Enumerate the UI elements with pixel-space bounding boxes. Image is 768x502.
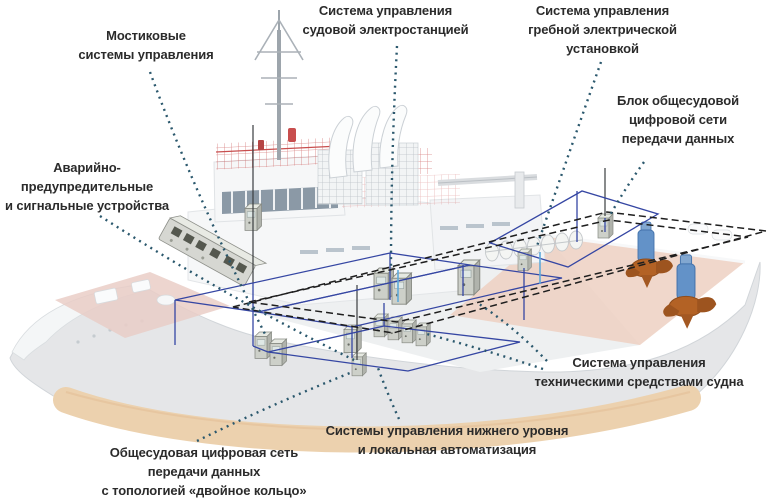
leader-line xyxy=(389,45,399,267)
leader-line xyxy=(535,61,603,247)
control-cabinet-icon xyxy=(401,319,417,344)
label-line: Система управления xyxy=(535,3,670,18)
label-lower-level-systems: Системы управления нижнего уровня и лока… xyxy=(318,421,576,459)
label-line: цифровой сети xyxy=(629,112,727,127)
leader-line xyxy=(148,71,268,337)
leader-line xyxy=(376,367,401,420)
label-power-plant-control: Система управления судовой электростанци… xyxy=(283,1,488,39)
label-line: системы управления xyxy=(78,47,214,62)
label-line: и сигнальные устройства xyxy=(4,198,170,213)
leader-lines xyxy=(99,45,645,443)
leader-line xyxy=(607,161,645,218)
label-line: техническими средствами судна xyxy=(534,374,744,389)
label-line: Система управления xyxy=(572,355,706,370)
label-line: Мостиковые xyxy=(106,28,186,43)
label-line: Системы управления нижнего уровня xyxy=(325,423,569,438)
control-cabinet-icon xyxy=(254,331,273,359)
label-network-block: Блок общесудовой цифровой сети передачи … xyxy=(594,91,762,148)
label-line: Общесудовая цифровая сеть xyxy=(109,445,299,460)
label-bridge-control-systems: Мостиковые системы управления xyxy=(40,26,252,64)
label-line: Аварийно- xyxy=(53,160,121,175)
label-line: передачи данных xyxy=(147,464,261,479)
label-technical-means-control: Система управления техническими средства… xyxy=(513,353,765,391)
label-line: и локальная автоматизация xyxy=(357,442,537,457)
label-line: передачи данных xyxy=(621,131,735,146)
equipment-poles xyxy=(252,125,606,360)
label-alarm-signal-devices: Аварийно- предупредительные и сигнальные… xyxy=(0,158,174,215)
leader-line xyxy=(422,331,544,371)
double-ring-network xyxy=(232,211,767,334)
network-lines-light xyxy=(397,252,541,302)
label-line: гребной электрической xyxy=(528,22,677,37)
label-line: Блок общесудовой xyxy=(617,93,739,108)
label-line: предупредительные xyxy=(20,179,154,194)
leader-line xyxy=(475,300,548,362)
label-line: установкой xyxy=(566,41,639,56)
label-ring-network: Общесудовая цифровая сеть передачи данны… xyxy=(88,443,320,500)
control-cabinets xyxy=(158,203,614,377)
bridge-console-icon xyxy=(158,215,268,287)
label-propulsion-control: Система управления гребной электрической… xyxy=(500,1,705,58)
label-line: с топологией «двойное кольцо» xyxy=(101,483,307,498)
control-cabinet-icon xyxy=(391,272,413,305)
control-cabinet-icon xyxy=(373,313,389,338)
label-line: Система управления xyxy=(318,3,453,18)
label-line: судовой электростанцией xyxy=(302,22,469,37)
